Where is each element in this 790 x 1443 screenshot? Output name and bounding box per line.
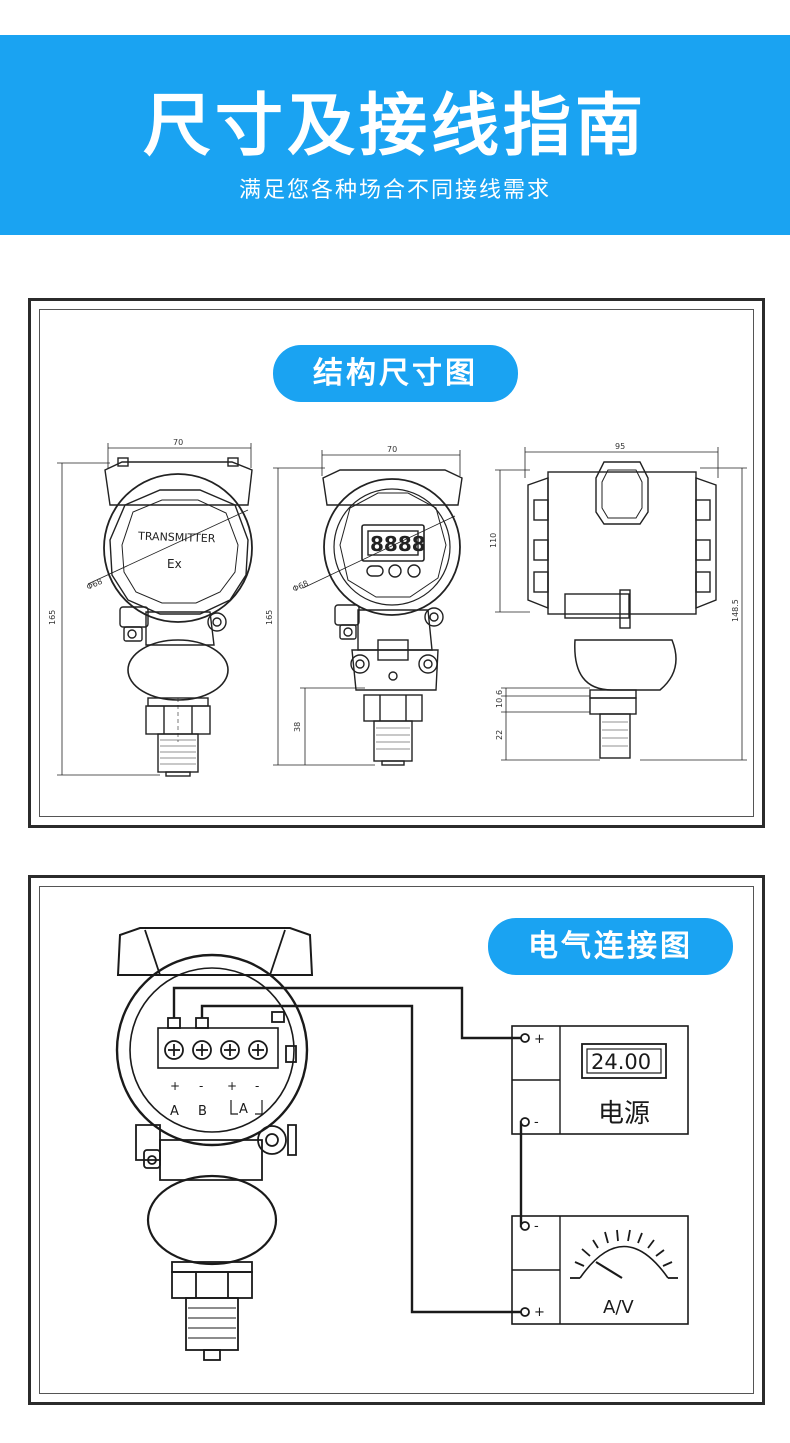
side-upper-height-dim: 110: [489, 533, 498, 548]
page-title: 尺寸及接线指南: [142, 87, 647, 166]
power-label: 电源: [598, 1099, 650, 1129]
dimension-section-label: 结构尺寸图: [273, 345, 518, 402]
lcd-digits: 8888: [370, 532, 426, 556]
side-dim-22: 22: [495, 730, 504, 740]
side-view: [495, 447, 747, 761]
power-minus-mark: -: [534, 1115, 539, 1130]
side-dim-10: 10: [495, 698, 504, 708]
terminal-label-a: A: [170, 1104, 179, 1119]
power-plus-mark: +: [534, 1032, 545, 1047]
terminal-label-b: B: [198, 1104, 207, 1119]
meter-minus-mark: -: [534, 1219, 539, 1234]
terminal-label-a2: A: [239, 1102, 248, 1117]
front-height-dim: 165: [48, 610, 57, 625]
display-width-dim: 70: [387, 445, 397, 454]
front-view: [57, 443, 253, 777]
wiring-section-label: 电气连接图: [488, 918, 733, 975]
terminal-b-minus: -: [255, 1079, 259, 1093]
terminal-a-minus: -: [199, 1079, 203, 1093]
transmitter-drawing: [115, 927, 314, 1361]
side-total-height-dim: 148.5: [731, 599, 740, 622]
wiring-panel-inner-frame: [39, 886, 754, 1394]
meter-label: A/V: [603, 1297, 634, 1318]
nameplate-text: TRANSMITTER: [137, 530, 216, 546]
front-width-dim: 70: [173, 438, 183, 447]
meter-plus-mark: +: [534, 1305, 545, 1320]
terminal-b-plus: +: [227, 1079, 237, 1093]
side-dim-6: 6: [495, 690, 504, 695]
terminal-a-plus: +: [170, 1079, 180, 1093]
display-view: [273, 450, 463, 766]
page-subtitle: 满足您各种场合不同接线需求: [238, 178, 551, 203]
power-reading: 24.00: [591, 1050, 651, 1074]
header-banner: [0, 35, 790, 235]
nameplate-ex-text: Ex: [167, 557, 182, 571]
meter-box: [511, 1215, 689, 1325]
display-thread-dim: 38: [293, 722, 302, 732]
power-supply-box: [511, 1025, 689, 1135]
dimension-panel-inner-frame: [39, 309, 754, 817]
side-width-dim: 95: [615, 442, 625, 451]
display-height-dim: 165: [265, 610, 274, 625]
